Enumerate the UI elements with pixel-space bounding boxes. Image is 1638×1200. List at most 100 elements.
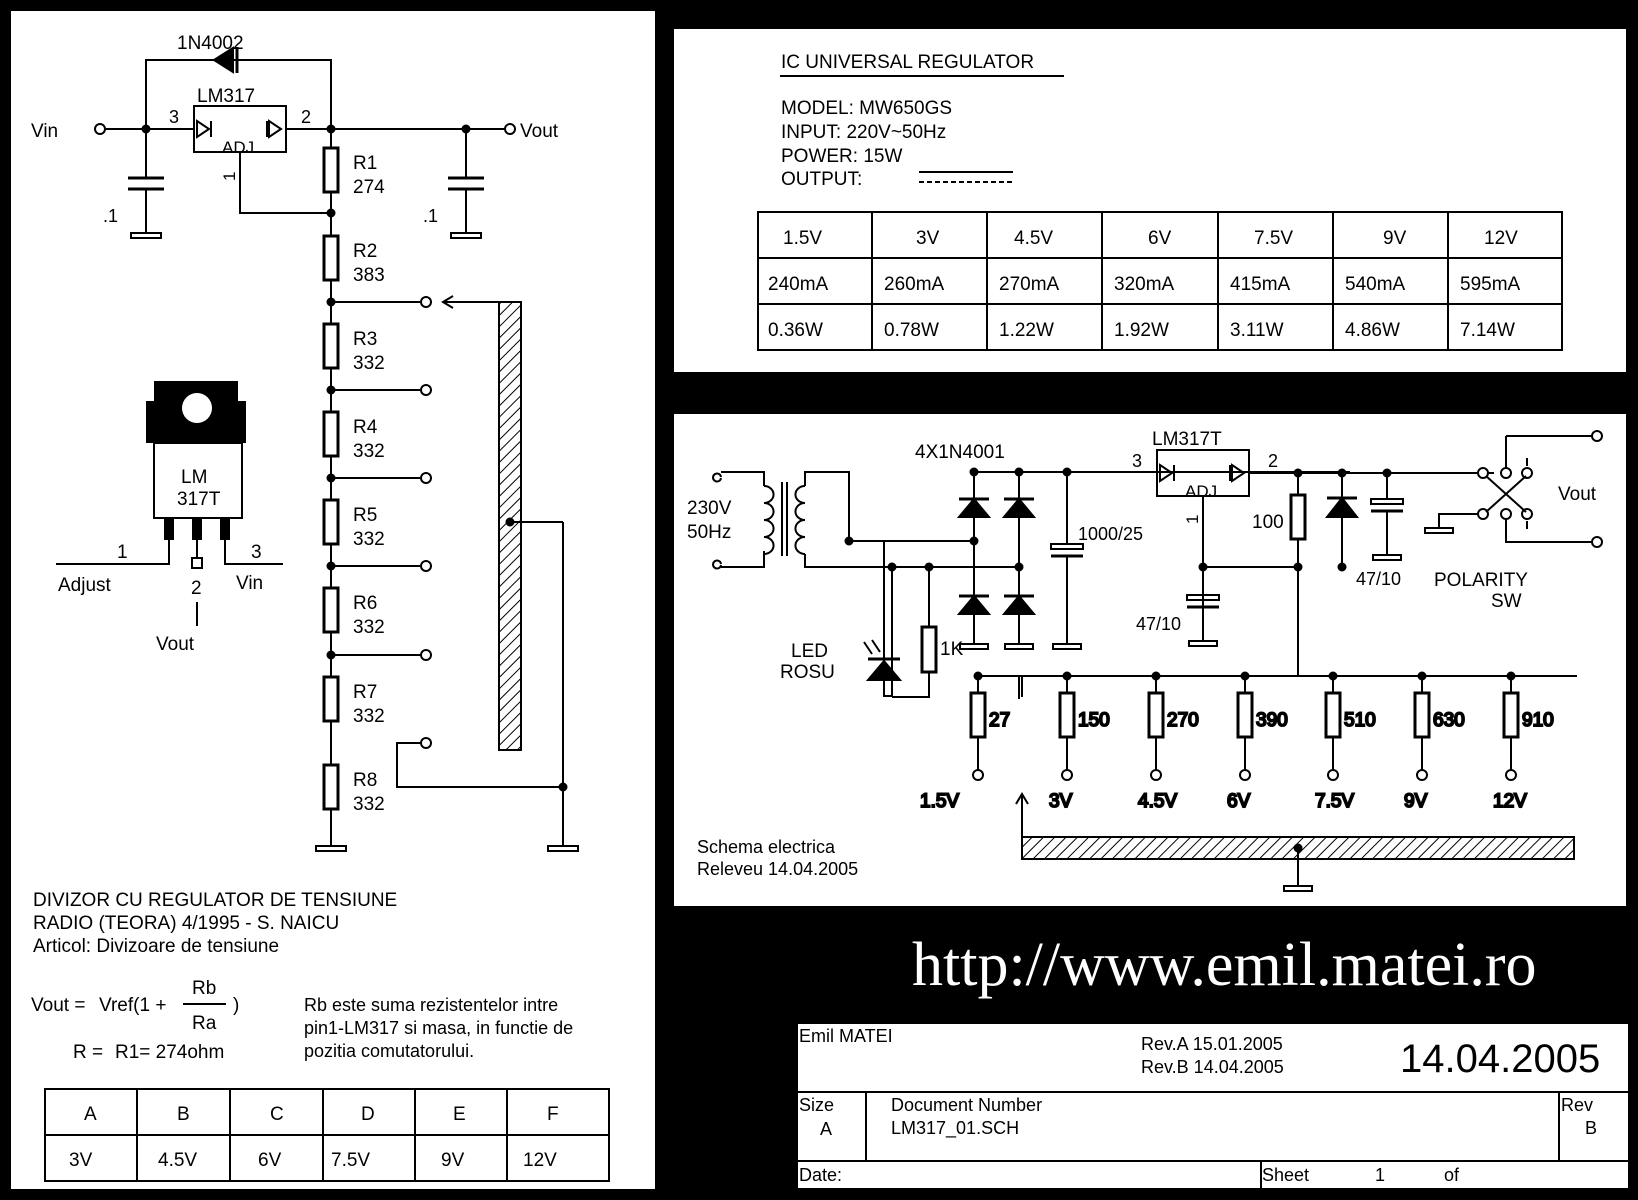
package-adjust-label: Adjust xyxy=(58,575,112,596)
input-capacitor xyxy=(128,129,164,239)
ladder-voltage-label-2: 3V xyxy=(1049,791,1073,812)
package-pin2: 2 xyxy=(191,578,202,599)
cap-in-label: .1 xyxy=(103,206,118,226)
ladder-resistor-label-5: 510 xyxy=(1344,710,1376,731)
spec-voltage-5: 7.5V xyxy=(1254,228,1293,249)
mains-input xyxy=(712,471,765,570)
led-color-label: ROSU xyxy=(780,662,835,683)
bridge-rectifier xyxy=(844,467,1350,697)
ladder-stage-2 xyxy=(1058,671,1076,781)
regulator-pin2: 2 xyxy=(1268,451,1278,471)
regulator-adj: ADJ xyxy=(1185,482,1217,501)
spec-current-1: 240mA xyxy=(768,274,829,295)
spec-voltage-7: 12V xyxy=(1484,228,1518,249)
resistor-r6 xyxy=(322,586,340,634)
bridge-label: 4X1N4001 xyxy=(915,442,1005,463)
package-line1: LM xyxy=(181,467,207,488)
title-size-label: Size xyxy=(799,1095,834,1115)
r8-name: R8 xyxy=(353,770,377,791)
article-source: RADIO (TEORA) 4/1995 - S. NAICU xyxy=(33,913,339,934)
resistor-1k xyxy=(920,625,938,674)
resistor-r3 xyxy=(322,322,340,370)
mains-frequency: 50Hz xyxy=(687,522,731,543)
r7-value: 332 xyxy=(353,706,385,727)
cap-out-label: 47/10 xyxy=(1356,569,1401,589)
spec-power-5: 3.11W xyxy=(1230,320,1284,341)
title-doc-label: Document Number xyxy=(891,1095,1042,1115)
spec-title: IC UNIVERSAL REGULATOR xyxy=(781,52,1034,73)
spec-current-5: 415mA xyxy=(1230,274,1291,295)
formula-r: R = xyxy=(73,1042,103,1063)
pin3-label: 3 xyxy=(169,107,179,127)
ic-label: LM317 xyxy=(197,86,255,107)
r4-name: R4 xyxy=(353,417,378,438)
r5-value: 332 xyxy=(353,529,385,550)
diode-1n4002 xyxy=(145,46,332,132)
switch-value-a: 3V xyxy=(69,1150,93,1171)
supply-note-title: Schema electrica xyxy=(697,837,836,857)
polarity-label: POLARITY xyxy=(1434,570,1528,591)
spec-input: INPUT: 220V~50Hz xyxy=(781,122,946,143)
formula-vref: Vref(1 + xyxy=(99,995,166,1016)
spec-sheet: IC UNIVERSAL REGULATOR MODEL: MW650GS IN… xyxy=(757,52,1563,351)
switch-value-e: 9V xyxy=(441,1150,465,1171)
switch-value-c: 6V xyxy=(258,1150,282,1171)
led-label: LED xyxy=(791,641,828,662)
package-line2: 317T xyxy=(177,489,221,510)
spec-model: MODEL: MW650GS xyxy=(781,98,952,119)
package-pin1: 1 xyxy=(117,542,128,563)
title-rev-value: B xyxy=(1585,1118,1597,1138)
r6-name: R6 xyxy=(353,593,377,614)
title-sheet-label: Sheet xyxy=(1262,1165,1309,1185)
cap-out-label: .1 xyxy=(423,206,438,226)
r100-label: 100 xyxy=(1252,512,1284,533)
spec-power-2: 0.78W xyxy=(884,320,939,341)
switch-header-d: D xyxy=(361,1104,375,1125)
formula-vout: Vout = xyxy=(31,995,85,1016)
spec-voltage-6: 9V xyxy=(1383,228,1407,249)
r8-value: 332 xyxy=(353,794,385,815)
ladder-stage-3 xyxy=(1147,671,1165,781)
title-sheet-value: 1 xyxy=(1375,1165,1385,1185)
switch-value-b: 4.5V xyxy=(158,1150,197,1171)
ladder-stage-5 xyxy=(1324,671,1342,781)
ladder-voltage-label-1: 1.5V xyxy=(920,791,959,812)
formula-ra: Ra xyxy=(192,1013,217,1034)
ladder-voltage-label-3: 4.5V xyxy=(1138,791,1177,812)
lm317t-regulator xyxy=(1156,449,1250,641)
regulator-pin1: 1 xyxy=(1183,515,1202,524)
resistor-100 xyxy=(1289,493,1307,541)
title-rev-a: Rev.A 15.01.2005 xyxy=(1141,1034,1283,1054)
formula-rb: Rb xyxy=(192,978,216,999)
switch-header-b: B xyxy=(177,1104,190,1125)
switch-value-d: 7.5V xyxy=(331,1150,370,1171)
vout-label: Vout xyxy=(520,121,559,142)
note-line3: pozitia comutatorului. xyxy=(304,1041,474,1061)
resistor-r4 xyxy=(322,410,340,458)
adj-capacitor xyxy=(1186,594,1220,601)
ladder-voltage-label-5: 7.5V xyxy=(1315,791,1354,812)
title-rev-label: Rev xyxy=(1561,1095,1593,1115)
website-url[interactable]: http://www.emil.matei.ro xyxy=(912,931,1537,999)
ladder-stage-1 xyxy=(969,671,987,781)
spec-power-7: 7.14W xyxy=(1460,320,1515,341)
r1-value: 274 xyxy=(353,177,385,198)
ladder-resistor-label-3: 270 xyxy=(1167,710,1199,731)
ladder-stage-7 xyxy=(1502,671,1520,781)
spec-voltage-2: 3V xyxy=(916,228,940,249)
output-capacitor xyxy=(1370,468,1404,561)
protection-diode xyxy=(1324,468,1360,572)
filter-capacitor xyxy=(1050,467,1084,650)
resistor-r5 xyxy=(322,498,340,546)
r1-name: R1 xyxy=(353,153,377,174)
r2-value: 383 xyxy=(353,265,385,286)
pin1-label: 1 xyxy=(220,172,239,181)
title-author: Emil MATEI xyxy=(799,1026,893,1046)
switch-table xyxy=(44,1088,610,1182)
supply-note-date: Releveu 14.04.2005 xyxy=(697,859,858,879)
article-name: Articol: Divizoare de tensiune xyxy=(33,936,279,957)
title-date-label: Date: xyxy=(799,1165,842,1185)
ladder-voltage-label-6: 9V xyxy=(1404,791,1428,812)
title-date-big: 14.04.2005 xyxy=(1400,1037,1600,1081)
vout-terminal xyxy=(504,123,516,135)
